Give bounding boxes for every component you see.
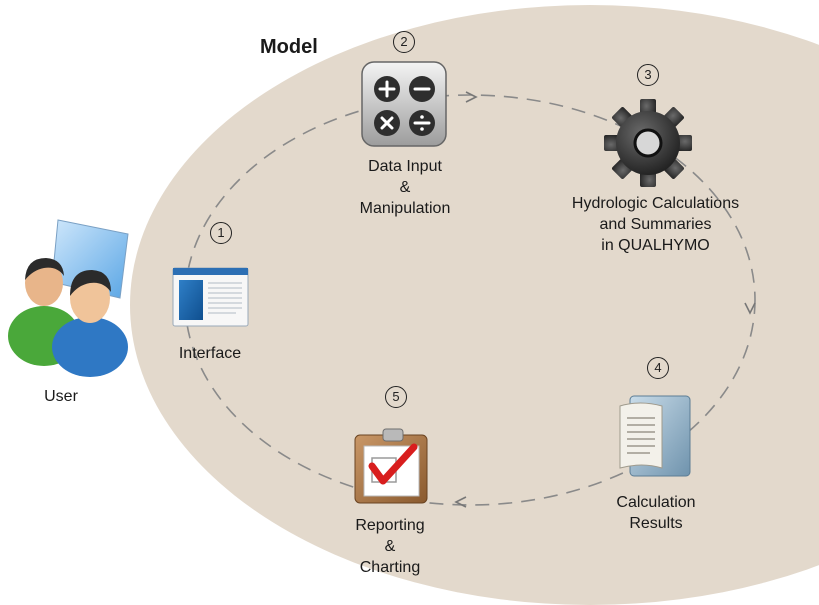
calculator-icon	[361, 61, 447, 147]
user-label: User	[44, 388, 78, 405]
scroll-document-icon	[619, 395, 691, 477]
step-label-reporting-charting: Reporting & Charting	[355, 517, 425, 576]
cycle-arrow-right	[744, 302, 756, 315]
cycle-arrow-top	[465, 91, 478, 103]
step-number-5: 5	[385, 386, 407, 408]
model-title: Model	[260, 36, 318, 58]
clipboard-check-icon	[354, 428, 428, 504]
step-number-2: 2	[393, 31, 415, 53]
cycle-path	[184, 94, 756, 506]
cycle-arrow-bottom	[454, 496, 467, 508]
step-label-interface: Interface	[178, 345, 242, 362]
users-icon	[8, 219, 129, 377]
step-label-hydrologic-calculations: Hydrologic Calculations and Summaries in…	[571, 195, 740, 254]
step-label-calculation-results: Calculation Results	[616, 494, 696, 532]
step-label-data-input: Data Input & Manipulation	[359, 158, 451, 217]
gear-icon	[604, 99, 692, 187]
step-number-1: 1	[210, 222, 232, 244]
step-number-3: 3	[637, 64, 659, 86]
step-number-4: 4	[647, 357, 669, 379]
window-icon	[172, 267, 249, 327]
